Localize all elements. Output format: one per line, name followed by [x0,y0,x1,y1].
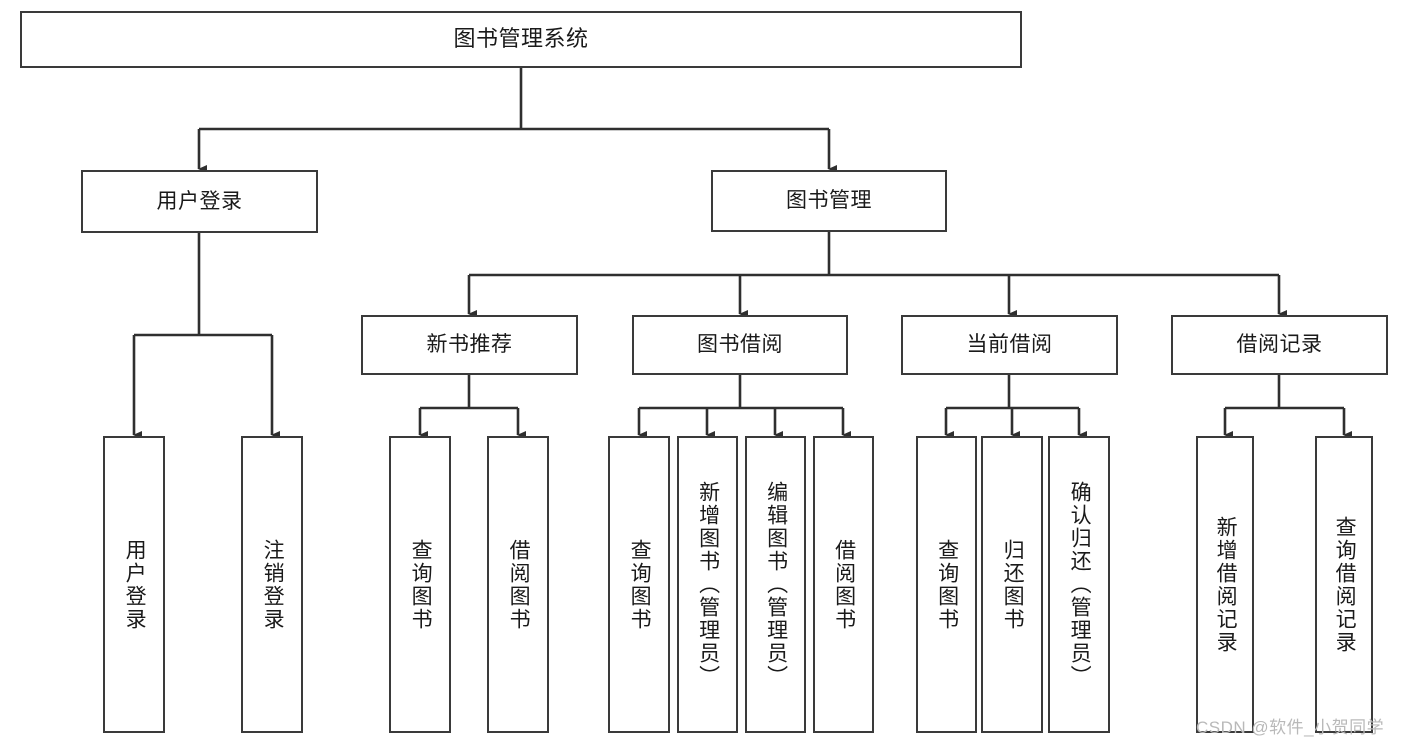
node-root-label: 图书管理系统 [453,26,589,52]
node-borrow-record[interactable]: 借阅记录 [1171,315,1388,375]
node-leaf-add-book-admin-label: 新增图书（管理员） [696,481,720,688]
node-book-borrow[interactable]: 图书借阅 [632,315,848,375]
node-leaf-edit-book-admin-label: 编辑图书（管理员） [764,481,788,688]
node-root-book-management-system[interactable]: 图书管理系统 [20,11,1022,68]
node-leaf-borrow-book-label: 借阅图书 [832,538,856,631]
node-borrow-record-label: 借阅记录 [1236,333,1323,357]
node-leaf-confirm-return-admin-label: 确认归还（管理员） [1068,481,1092,688]
node-user-login-label: 用户登录 [156,189,243,213]
node-leaf-return-book[interactable]: 归还图书 [981,436,1043,733]
node-leaf-edit-book-admin[interactable]: 编辑图书（管理员） [745,436,806,733]
node-new-book-recommend[interactable]: 新书推荐 [361,315,578,375]
node-user-login[interactable]: 用户登录 [81,170,318,233]
node-leaf-user-login[interactable]: 用户登录 [103,436,165,733]
watermark-text: CSDN @软件_小贺同学 [1196,718,1385,737]
node-leaf-return-book-label: 归还图书 [1001,538,1025,631]
node-current-borrow[interactable]: 当前借阅 [901,315,1118,375]
node-leaf-query-book-borrow[interactable]: 查询图书 [608,436,670,733]
node-leaf-query-book-borrow-label: 查询图书 [628,538,652,631]
node-leaf-query-book-current[interactable]: 查询图书 [916,436,977,733]
node-leaf-query-book-recommend[interactable]: 查询图书 [389,436,451,733]
node-leaf-user-logout-label: 注销登录 [261,538,285,631]
node-leaf-borrow-book-recommend[interactable]: 借阅图书 [487,436,549,733]
node-leaf-query-book-recommend-label: 查询图书 [409,538,433,631]
node-leaf-borrow-book[interactable]: 借阅图书 [813,436,874,733]
node-leaf-borrow-book-recommend-label: 借阅图书 [507,538,531,631]
node-leaf-user-logout[interactable]: 注销登录 [241,436,303,733]
node-leaf-add-book-admin[interactable]: 新增图书（管理员） [677,436,738,733]
node-leaf-confirm-return-admin[interactable]: 确认归还（管理员） [1048,436,1110,733]
node-new-book-recommend-label: 新书推荐 [426,333,513,357]
node-leaf-query-borrow-record[interactable]: 查询借阅记录 [1315,436,1373,733]
node-leaf-add-borrow-record[interactable]: 新增借阅记录 [1196,436,1254,733]
node-book-management-label: 图书管理 [786,189,872,213]
node-leaf-query-book-current-label: 查询图书 [935,538,959,631]
node-leaf-query-borrow-record-label: 查询借阅记录 [1333,515,1357,654]
node-leaf-user-login-label: 用户登录 [123,538,147,631]
node-leaf-add-borrow-record-label: 新增借阅记录 [1214,515,1238,654]
node-current-borrow-label: 当前借阅 [966,333,1053,357]
node-book-management[interactable]: 图书管理 [711,170,947,232]
node-book-borrow-label: 图书借阅 [697,333,783,357]
